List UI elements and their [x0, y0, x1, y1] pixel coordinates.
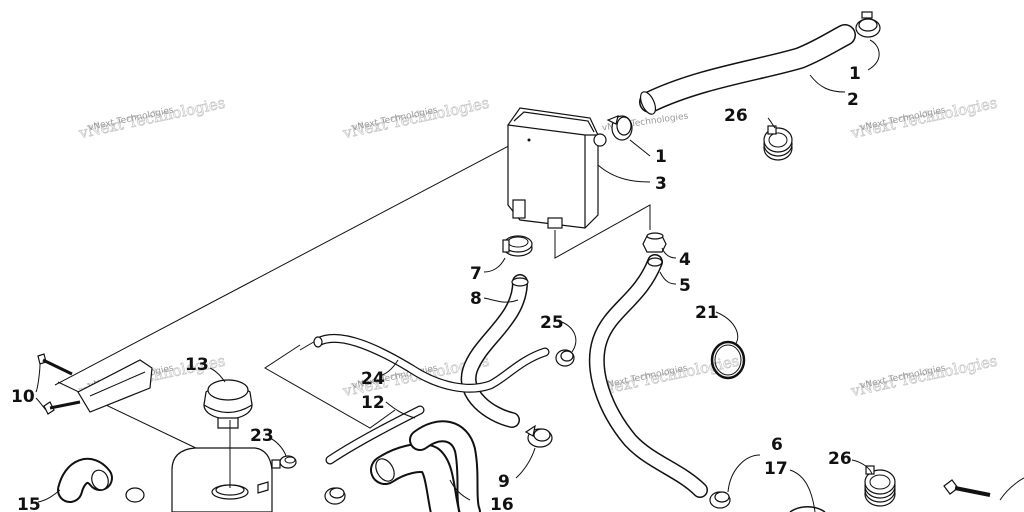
callout-23: 23	[250, 426, 274, 446]
fitting-part-4	[642, 232, 667, 253]
clamp-part-23	[271, 455, 297, 469]
clamp-part-25	[555, 349, 575, 367]
callout-1-top: 1	[849, 64, 861, 84]
hose-part-12	[325, 405, 425, 465]
callout-2: 2	[847, 90, 859, 110]
hose-part-2	[639, 24, 856, 115]
callout-9: 9	[498, 472, 510, 492]
callout-8: 8	[470, 289, 482, 309]
callout-leaders	[35, 39, 880, 512]
cooler-box-part-3	[507, 107, 607, 229]
callout-labels: 1 2 26 1 3 4 5 7 8 21 25 13 24 12 10 23 …	[11, 64, 861, 512]
clamp-part-9	[524, 424, 553, 448]
callout-7: 7	[470, 264, 482, 284]
spring-clamp-part-26-upper	[763, 125, 793, 161]
ring-clamp-part-21	[710, 340, 746, 380]
clamp-part-7	[502, 235, 533, 257]
callout-15: 15	[17, 495, 41, 512]
coolant-tank	[171, 420, 273, 512]
bolts-part-10	[37, 353, 153, 415]
hose-part-16	[370, 420, 481, 512]
callout-24: 24	[361, 369, 385, 389]
hose-part-8	[460, 274, 529, 428]
callout-13: 13	[185, 355, 209, 375]
callout-16: 16	[490, 495, 514, 512]
clamp-near-16	[324, 487, 346, 505]
callout-6: 6	[771, 435, 783, 455]
clamp-part-1-mid	[606, 115, 633, 141]
callout-26-upper: 26	[724, 106, 748, 126]
callout-1-mid: 1	[655, 147, 667, 167]
callout-21: 21	[695, 303, 719, 323]
callout-12: 12	[361, 393, 385, 413]
callout-17: 17	[764, 459, 788, 479]
part-17	[789, 506, 826, 512]
hose-part-5	[588, 254, 708, 498]
hose-part-15	[57, 458, 145, 503]
callout-10: 10	[11, 387, 35, 407]
bolt-bottom-right	[943, 477, 1024, 501]
clamp-part-6	[709, 491, 731, 509]
hose-part-24	[313, 333, 550, 393]
spring-clamp-part-26-lower	[864, 465, 896, 507]
callout-26-lower: 26	[828, 449, 852, 469]
callout-3: 3	[655, 174, 667, 194]
callout-5: 5	[679, 276, 691, 296]
clamp-part-1-top	[855, 11, 881, 38]
callout-4: 4	[679, 250, 691, 270]
callout-25: 25	[540, 313, 564, 333]
cap-part-13	[203, 379, 253, 429]
